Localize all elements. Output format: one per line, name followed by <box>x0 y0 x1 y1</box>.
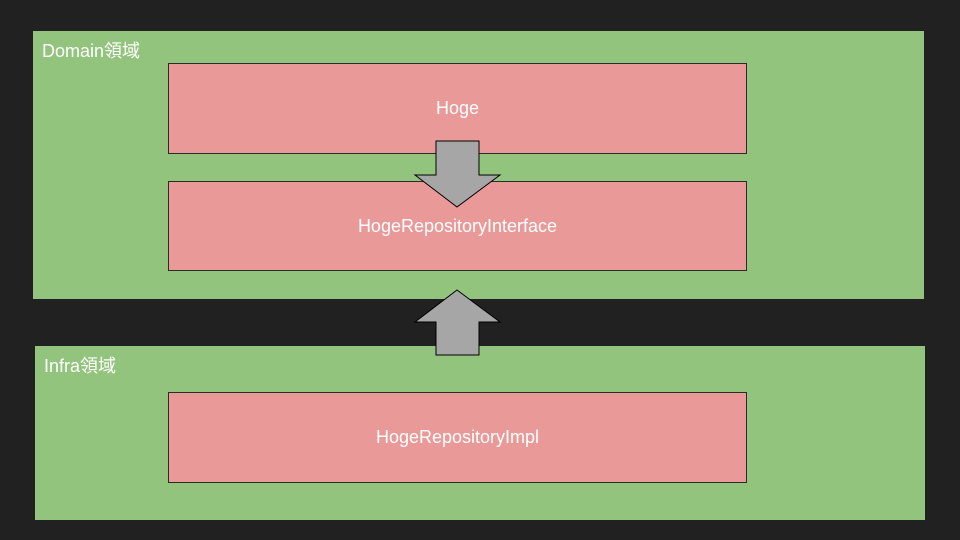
hoge-node: Hoge <box>168 63 747 154</box>
repository-interface-node-label: HogeRepositoryInterface <box>357 215 558 236</box>
hoge-node-label: Hoge <box>435 98 480 118</box>
repository-interface-node: HogeRepositoryInterface <box>168 181 747 271</box>
infra-region-label: Infra領域 <box>44 356 117 376</box>
repository-impl-node-label: HogeRepositoryImpl <box>375 427 540 447</box>
domain-region-label: Domain領域 <box>42 41 141 61</box>
repository-impl-node: HogeRepositoryImpl <box>168 392 747 483</box>
